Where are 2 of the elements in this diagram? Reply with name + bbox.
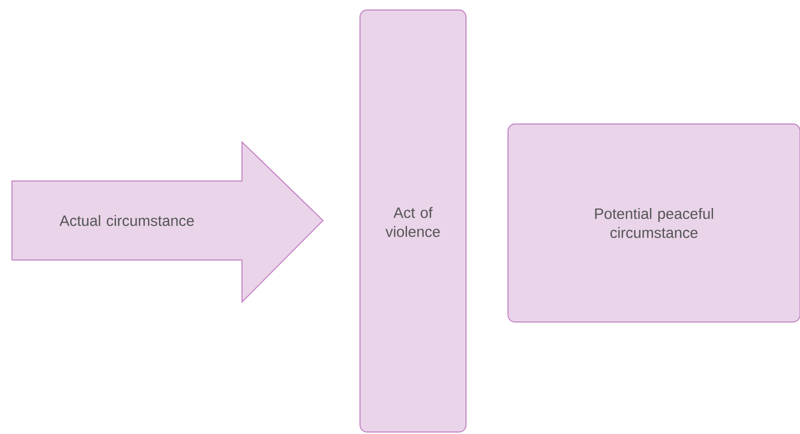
rounded-box: Potential peaceful circumstance <box>508 124 800 322</box>
rounded-box: Act of violence <box>360 10 466 432</box>
